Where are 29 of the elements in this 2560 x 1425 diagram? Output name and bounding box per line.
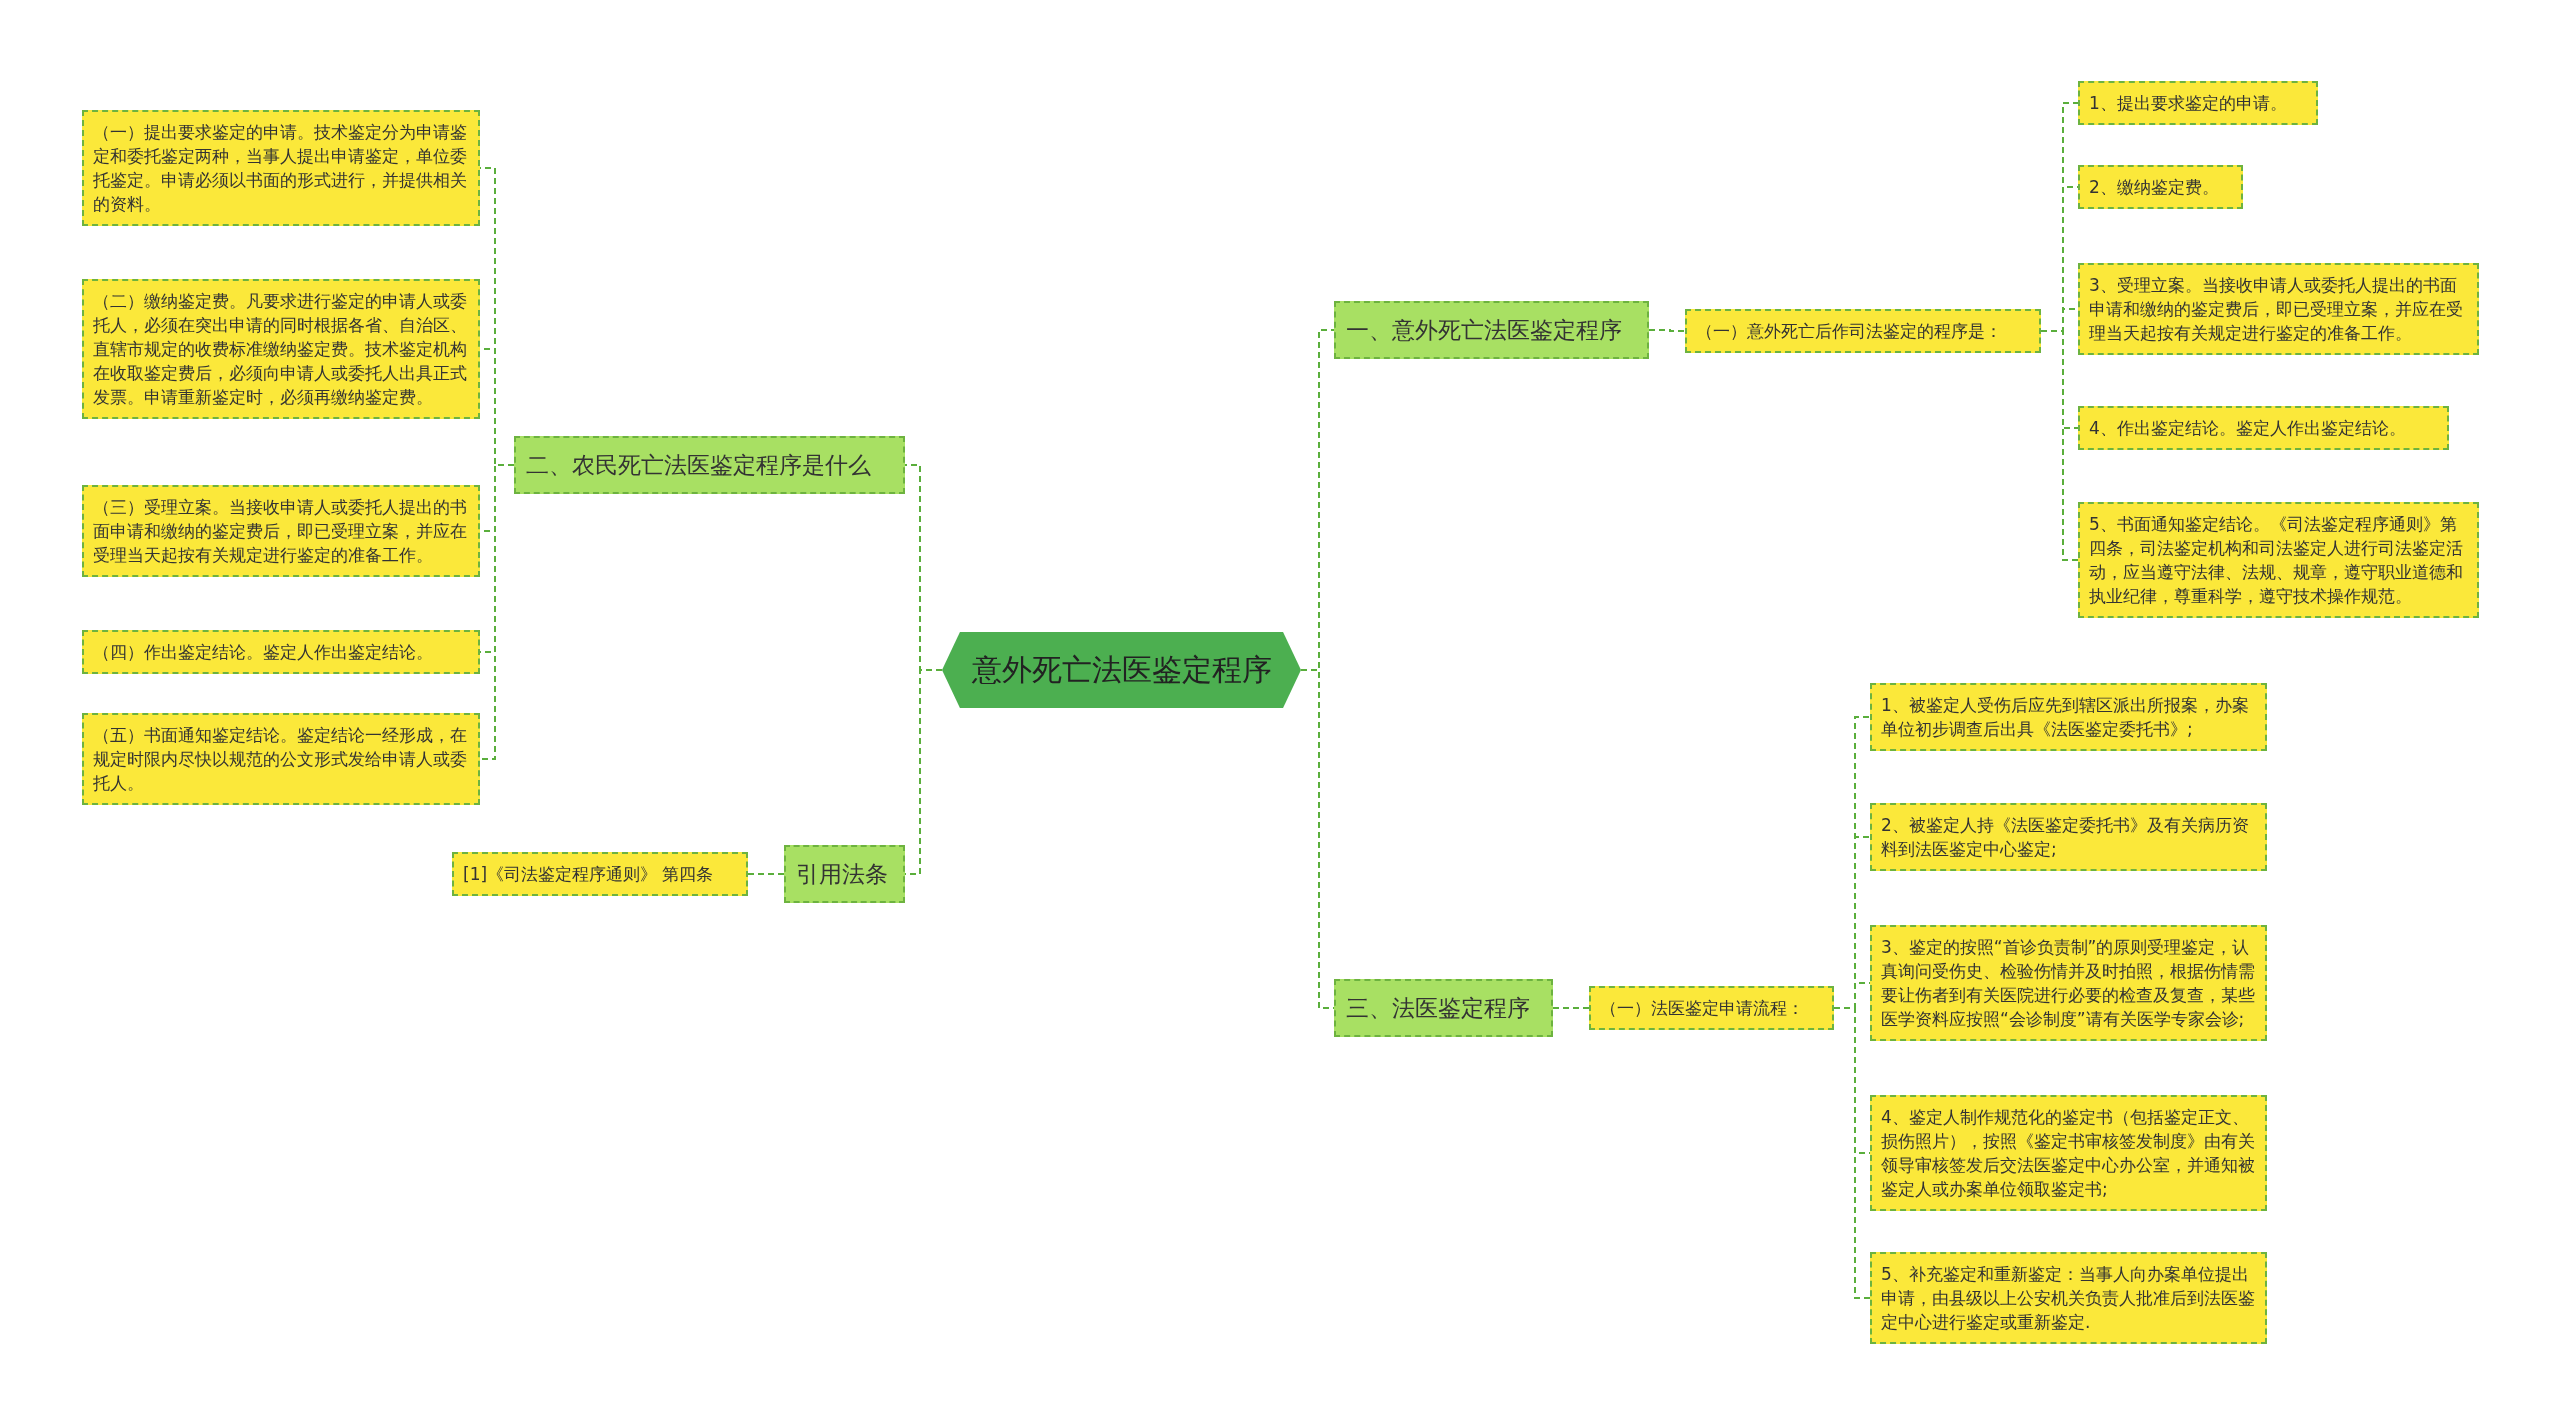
note-box: 3、受理立案。当接收申请人或委托人提出的书面申请和缴纳的鉴定费后，即已受理立案，并应在受理当天起按有关规定进行鉴定的准备工作。	[2078, 263, 2479, 355]
connector-line	[1648, 329, 1686, 332]
note-box: （二）缴纳鉴定费。凡要求进行鉴定的申请人或委托人，必须在突出申请的同时根据各省、自治区、直辖市规定的收费标准缴纳鉴定费。技术鉴定机构在收取鉴定费后，必须向申请人或委托人出具正式发票。申请重新鉴定时，必须再缴纳鉴定费。	[82, 279, 480, 419]
connector-line	[747, 873, 785, 875]
topic-box: 二、农民死亡法医鉴定程序是什么	[514, 436, 905, 494]
connector-line	[1552, 1007, 1590, 1009]
note-box: （三）受理立案。当接收申请人或委托人提出的书面申请和缴纳的鉴定费后，即已受理立案，并应在受理当天起按有关规定进行鉴定的准备工作。	[82, 485, 480, 577]
note-box: （一）意外死亡后作司法鉴定的程序是：	[1685, 309, 2041, 353]
note-box: （一）法医鉴定申请流程：	[1589, 986, 1834, 1030]
note-box: 5、补充鉴定和重新鉴定：当事人向办案单位提出申请，由县级以上公安机关负责人批准后到法医鉴定中心进行鉴定或重新鉴定.	[1870, 1252, 2267, 1344]
connector-line	[2040, 330, 2079, 561]
note-box: 1、提出要求鉴定的申请。	[2078, 81, 2318, 125]
note-box: （四）作出鉴定结论。鉴定人作出鉴定结论。	[82, 630, 480, 674]
note-box: 5、书面通知鉴定结论。《司法鉴定程序通则》第四条，司法鉴定机构和司法鉴定人进行司法鉴定活动，应当遵守法律、法规、规章，遵守职业道德和执业纪律，尊重科学，遵守技术操作规范。	[2078, 502, 2479, 618]
note-box: 1、被鉴定人受伤后应先到辖区派出所报案，办案单位初步调查后出具《法医鉴定委托书》;	[1870, 683, 2267, 751]
connector-line	[1833, 1007, 1871, 1299]
topic-box: 三、法医鉴定程序	[1334, 979, 1553, 1037]
central-topic: 意外死亡法医鉴定程序	[942, 632, 1301, 708]
topic-box: 引用法条	[784, 845, 905, 903]
note-box: （五）书面通知鉴定结论。鉴定结论一经形成，在规定时限内尽快以规范的公文形式发给申请人或委托人。	[82, 713, 480, 805]
note-box: 2、缴纳鉴定费。	[2078, 165, 2243, 209]
topic-box: 一、意外死亡法医鉴定程序	[1334, 301, 1649, 359]
connector-line	[479, 464, 515, 760]
note-box: 3、鉴定的按照“首诊负责制”的原则受理鉴定，认真询问受伤史、检验伤情并及时拍照，根据伤情需要让伤者到有关医院进行必要的检查及复查，某些医学资料应按照“会诊制度”请有关医学专家会诊;	[1870, 925, 2267, 1041]
note-box: （一）提出要求鉴定的申请。技术鉴定分为申请鉴定和委托鉴定两种，当事人提出申请鉴定，单位委托鉴定。申请必须以书面的形式进行，并提供相关的资料。	[82, 110, 480, 226]
note-box: 4、鉴定人制作规范化的鉴定书（包括鉴定正文、损伤照片），按照《鉴定书审核签发制度》由有关领导审核签发后交法医鉴定中心办公室，并通知被鉴定人或办案单位领取鉴定书;	[1870, 1095, 2267, 1211]
note-box: [1]《司法鉴定程序通则》 第四条	[452, 852, 748, 896]
note-box: 2、被鉴定人持《法医鉴定委托书》及有关病历资料到法医鉴定中心鉴定;	[1870, 803, 2267, 871]
note-box: 4、作出鉴定结论。鉴定人作出鉴定结论。	[2078, 406, 2449, 450]
